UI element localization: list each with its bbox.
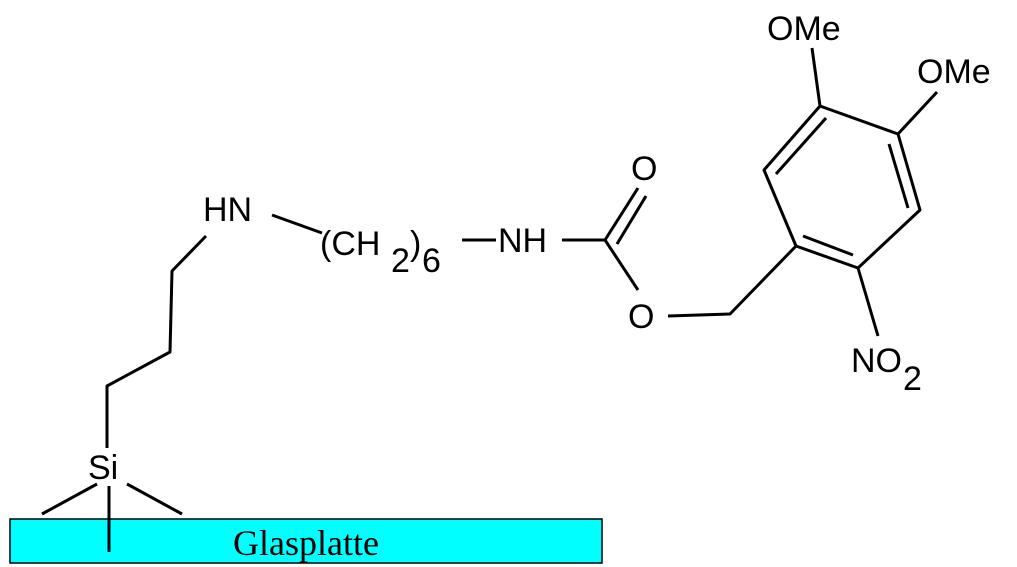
carbonyl-oxygen: O (631, 150, 657, 188)
hn-hexyl-bond (271, 213, 323, 235)
ome-top-bond (810, 47, 822, 107)
nitro-bond (856, 267, 880, 337)
methoxy-top: OMe (767, 10, 841, 48)
carbonyl-ester-bond (603, 239, 640, 291)
nitro-subscript: 2 (903, 360, 922, 398)
nitro-n: NO (851, 342, 902, 380)
carbonyl-double-bond (603, 187, 648, 245)
nitroveratryl-ring (762, 104, 922, 270)
hn-group: HN (203, 191, 252, 229)
ch2-subscript: 2 (391, 242, 410, 280)
glass-plate-label: Glasplatte (233, 523, 379, 563)
ester-oxygen: O (628, 298, 654, 336)
nitro-group: NO 2 (851, 342, 922, 398)
nh-group: NH (498, 222, 547, 260)
benzylic-linker-bonds (667, 244, 798, 318)
ch2-open: (CH (320, 225, 380, 263)
si-atom: Si (88, 449, 118, 487)
ch2-repeat-count: 6 (422, 242, 441, 280)
propyl-chain-bonds (105, 234, 208, 428)
ch2-close: ) (410, 225, 421, 263)
ome-right-bond (896, 90, 939, 136)
hexamethylene-group: (CH 2 ) 6 (320, 225, 441, 280)
methoxy-right: OMe (917, 53, 991, 91)
silane-anchor-bonds (41, 428, 183, 552)
